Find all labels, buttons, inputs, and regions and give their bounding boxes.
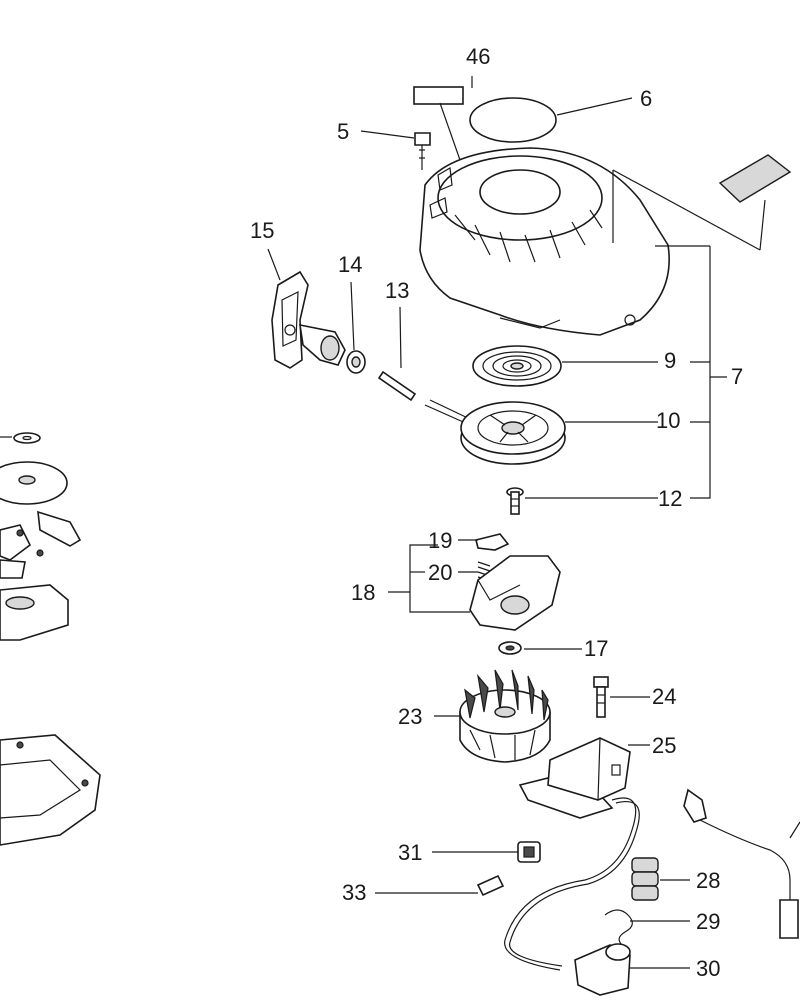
- seal-6: [469, 97, 557, 143]
- bolt-5: [414, 132, 431, 170]
- callout-10: 10: [656, 408, 681, 433]
- spring-20: [477, 561, 491, 582]
- callout-28: 28: [696, 868, 721, 893]
- callout-46: 46: [466, 44, 491, 69]
- bolt-24: [593, 676, 609, 718]
- callout-18: 18: [351, 580, 376, 605]
- spring-29: [604, 909, 633, 946]
- callout-29: 29: [696, 909, 721, 934]
- ground-wire: [683, 788, 800, 939]
- callout-25: 25: [652, 733, 677, 758]
- callout-20: 20: [428, 560, 453, 585]
- washer-17: [498, 641, 522, 655]
- grommet-31: [517, 841, 541, 863]
- left-partial-parts: [0, 432, 101, 846]
- grommet-14: [346, 350, 366, 374]
- pin-13: [377, 370, 417, 402]
- callout-15: 15: [250, 218, 275, 243]
- flywheel-23: [459, 669, 551, 763]
- callout-24: 24: [652, 684, 677, 709]
- hub-18: [469, 555, 561, 631]
- callout-33: 33: [342, 880, 367, 905]
- leader-lines: [267, 76, 766, 969]
- callout-6: 6: [640, 86, 653, 111]
- pin-33: [476, 874, 505, 897]
- decal-46: [413, 86, 464, 105]
- callout-12: 12: [658, 486, 683, 511]
- handle-15: [271, 270, 346, 369]
- pulley-10: [424, 399, 566, 465]
- callout-13: 13: [385, 278, 410, 303]
- spring-9: [472, 345, 562, 387]
- label-plate: [718, 154, 792, 203]
- callout-5: 5: [337, 119, 350, 144]
- starter-housing: [419, 147, 670, 336]
- plug-cap-30: [574, 943, 631, 996]
- callout-23: 23: [398, 704, 423, 729]
- pawl-19: [475, 533, 510, 551]
- callout-31: 31: [398, 840, 423, 865]
- spark-spring-28: [631, 857, 659, 901]
- callout-14: 14: [338, 252, 363, 277]
- screw-12: [506, 487, 524, 515]
- callout-9: 9: [664, 348, 677, 373]
- callout-30: 30: [696, 956, 721, 981]
- callout-19: 19: [428, 528, 453, 553]
- ignition-coil-25: [504, 737, 640, 971]
- callout-7: 7: [731, 364, 744, 389]
- callout-17: 17: [584, 636, 609, 661]
